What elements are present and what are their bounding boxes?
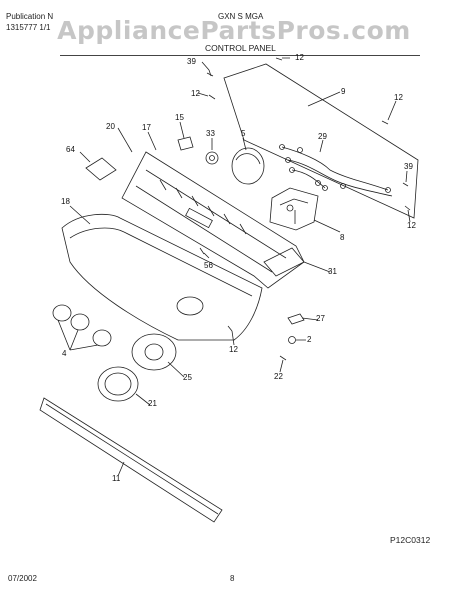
callout-12-top: 12: [295, 53, 304, 62]
callout-29: 29: [318, 132, 327, 141]
screw-12-right: [381, 120, 389, 125]
callout-27: 27: [316, 314, 325, 323]
part-33: [205, 151, 219, 165]
knob-4a: [52, 304, 72, 322]
callout-12-right: 12: [394, 93, 403, 102]
screw-39-top: [206, 69, 214, 77]
section-title: CONTROL PANEL: [205, 43, 276, 53]
console-panel-18: [61, 213, 263, 341]
callout-15: 15: [175, 113, 184, 122]
motor-8: [269, 187, 319, 231]
callout-20: 20: [106, 122, 115, 131]
knob-4c: [92, 329, 112, 347]
callout-18: 18: [61, 197, 70, 206]
header-rule: [60, 55, 420, 56]
callout-21: 21: [148, 399, 157, 408]
model-label: GXN S MGA: [218, 12, 264, 21]
rear-cover-panel: [223, 63, 419, 219]
callout-12-left: 12: [191, 89, 200, 98]
page-number: 8: [230, 574, 235, 583]
screw-12-low-right: [404, 205, 411, 211]
switch-15: [177, 136, 194, 151]
publication-number: 1315777 1/1: [6, 23, 51, 32]
callout-2: 2: [307, 335, 312, 344]
timer-5: [231, 147, 265, 185]
callout-4: 4: [62, 349, 67, 358]
footer-date: 07/2002: [8, 574, 37, 583]
callout-25: 25: [183, 373, 192, 382]
switch-27: [287, 313, 305, 325]
callout-12-mid: 12: [229, 345, 238, 354]
bezel-ring-21: [97, 366, 139, 402]
callout-33: 33: [206, 129, 215, 138]
lamp-2: [288, 336, 296, 344]
callout-17: 17: [142, 123, 151, 132]
callout-9: 9: [341, 87, 346, 96]
callout-56: 56: [204, 261, 213, 270]
knob-4b: [70, 313, 90, 331]
callout-11: 11: [112, 474, 121, 483]
callout-5: 5: [241, 129, 246, 138]
clip-56: [199, 247, 205, 255]
screw-22: [279, 355, 287, 361]
trim-strip-11: [39, 397, 223, 523]
screw-12-mid: [227, 325, 233, 332]
callout-12-low-right: 12: [407, 221, 416, 230]
screw-12-top: [275, 57, 283, 61]
dial-25: [131, 333, 177, 371]
callout-39-right: 39: [404, 162, 413, 171]
screw-12-left: [208, 94, 216, 100]
screw-39-right: [402, 182, 409, 187]
overlay-64: [85, 157, 117, 181]
callout-22: 22: [274, 372, 283, 381]
diagram-code: P12C0312: [390, 535, 431, 545]
callout-39-top: 39: [187, 57, 196, 66]
callout-64: 64: [66, 145, 75, 154]
callout-8: 8: [340, 233, 345, 242]
callout-31: 31: [328, 267, 337, 276]
publication-label: Publication N: [6, 12, 54, 21]
